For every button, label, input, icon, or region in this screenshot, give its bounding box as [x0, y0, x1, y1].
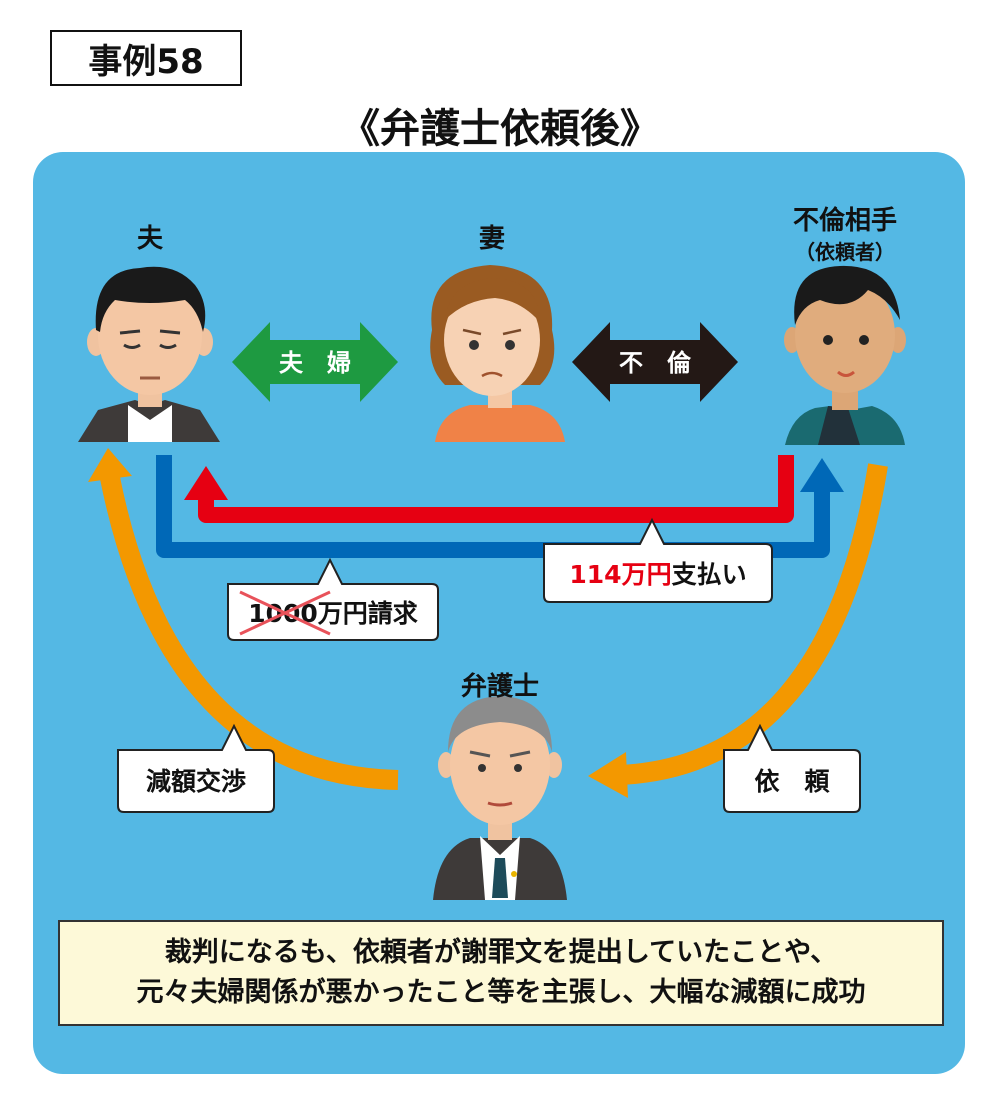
payment-callout: 114万円支払い: [543, 517, 773, 603]
lawyer-name: 弁護士: [460, 672, 539, 702]
husband-name: 夫: [136, 224, 163, 254]
summary-line-1: 裁判になるも、依頼者が謝罪文を提出していたことや、: [164, 936, 838, 968]
paid-text: 支払い: [672, 560, 747, 589]
page-title: 《弁護士依頼後》: [340, 106, 660, 152]
affair-label: 不 倫: [619, 349, 692, 377]
demand-text: 請求: [368, 599, 418, 628]
demand-callout: 1000万円請求: [227, 557, 439, 641]
affair-partner-avatar: [784, 265, 906, 445]
svg-text:114万円支払い: 114万円支払い: [569, 560, 746, 589]
negotiation-callout: 減額交渉: [117, 723, 275, 813]
negotiation-arc: [100, 476, 399, 790]
request-callout: 依 頼: [723, 723, 861, 813]
wife-avatar: [430, 265, 565, 442]
affair-partner-sub: （依頼者）: [795, 240, 895, 264]
summary-line-2: 元々夫婦関係が悪かったこと等を主張し、大幅な減額に成功: [136, 977, 866, 1008]
paid-amount: 114万円: [569, 560, 671, 589]
couple-label: 夫 婦: [279, 349, 351, 377]
summary-note: 裁判になるも、依頼者が謝罪文を提出していたことや、 元々夫婦関係が悪かったこと等…: [58, 920, 944, 1026]
couple-arrow: 夫 婦: [232, 322, 398, 402]
request-label: 依 頼: [754, 767, 830, 796]
case-label: 事例58: [50, 30, 242, 86]
affair-partner-name: 不倫相手: [792, 206, 897, 236]
wife-name: 妻: [478, 224, 505, 254]
husband-avatar: [78, 266, 220, 442]
payment-flow-arrow: [198, 455, 794, 523]
svg-text:1000万円請求: 1000万円請求: [248, 599, 418, 628]
affair-arrow: 不 倫: [572, 322, 738, 402]
lawyer-avatar: [433, 696, 567, 900]
demand-flow-arrow: [156, 455, 830, 558]
request-arc: [619, 463, 888, 785]
negotiation-label: 減額交渉: [146, 767, 246, 796]
